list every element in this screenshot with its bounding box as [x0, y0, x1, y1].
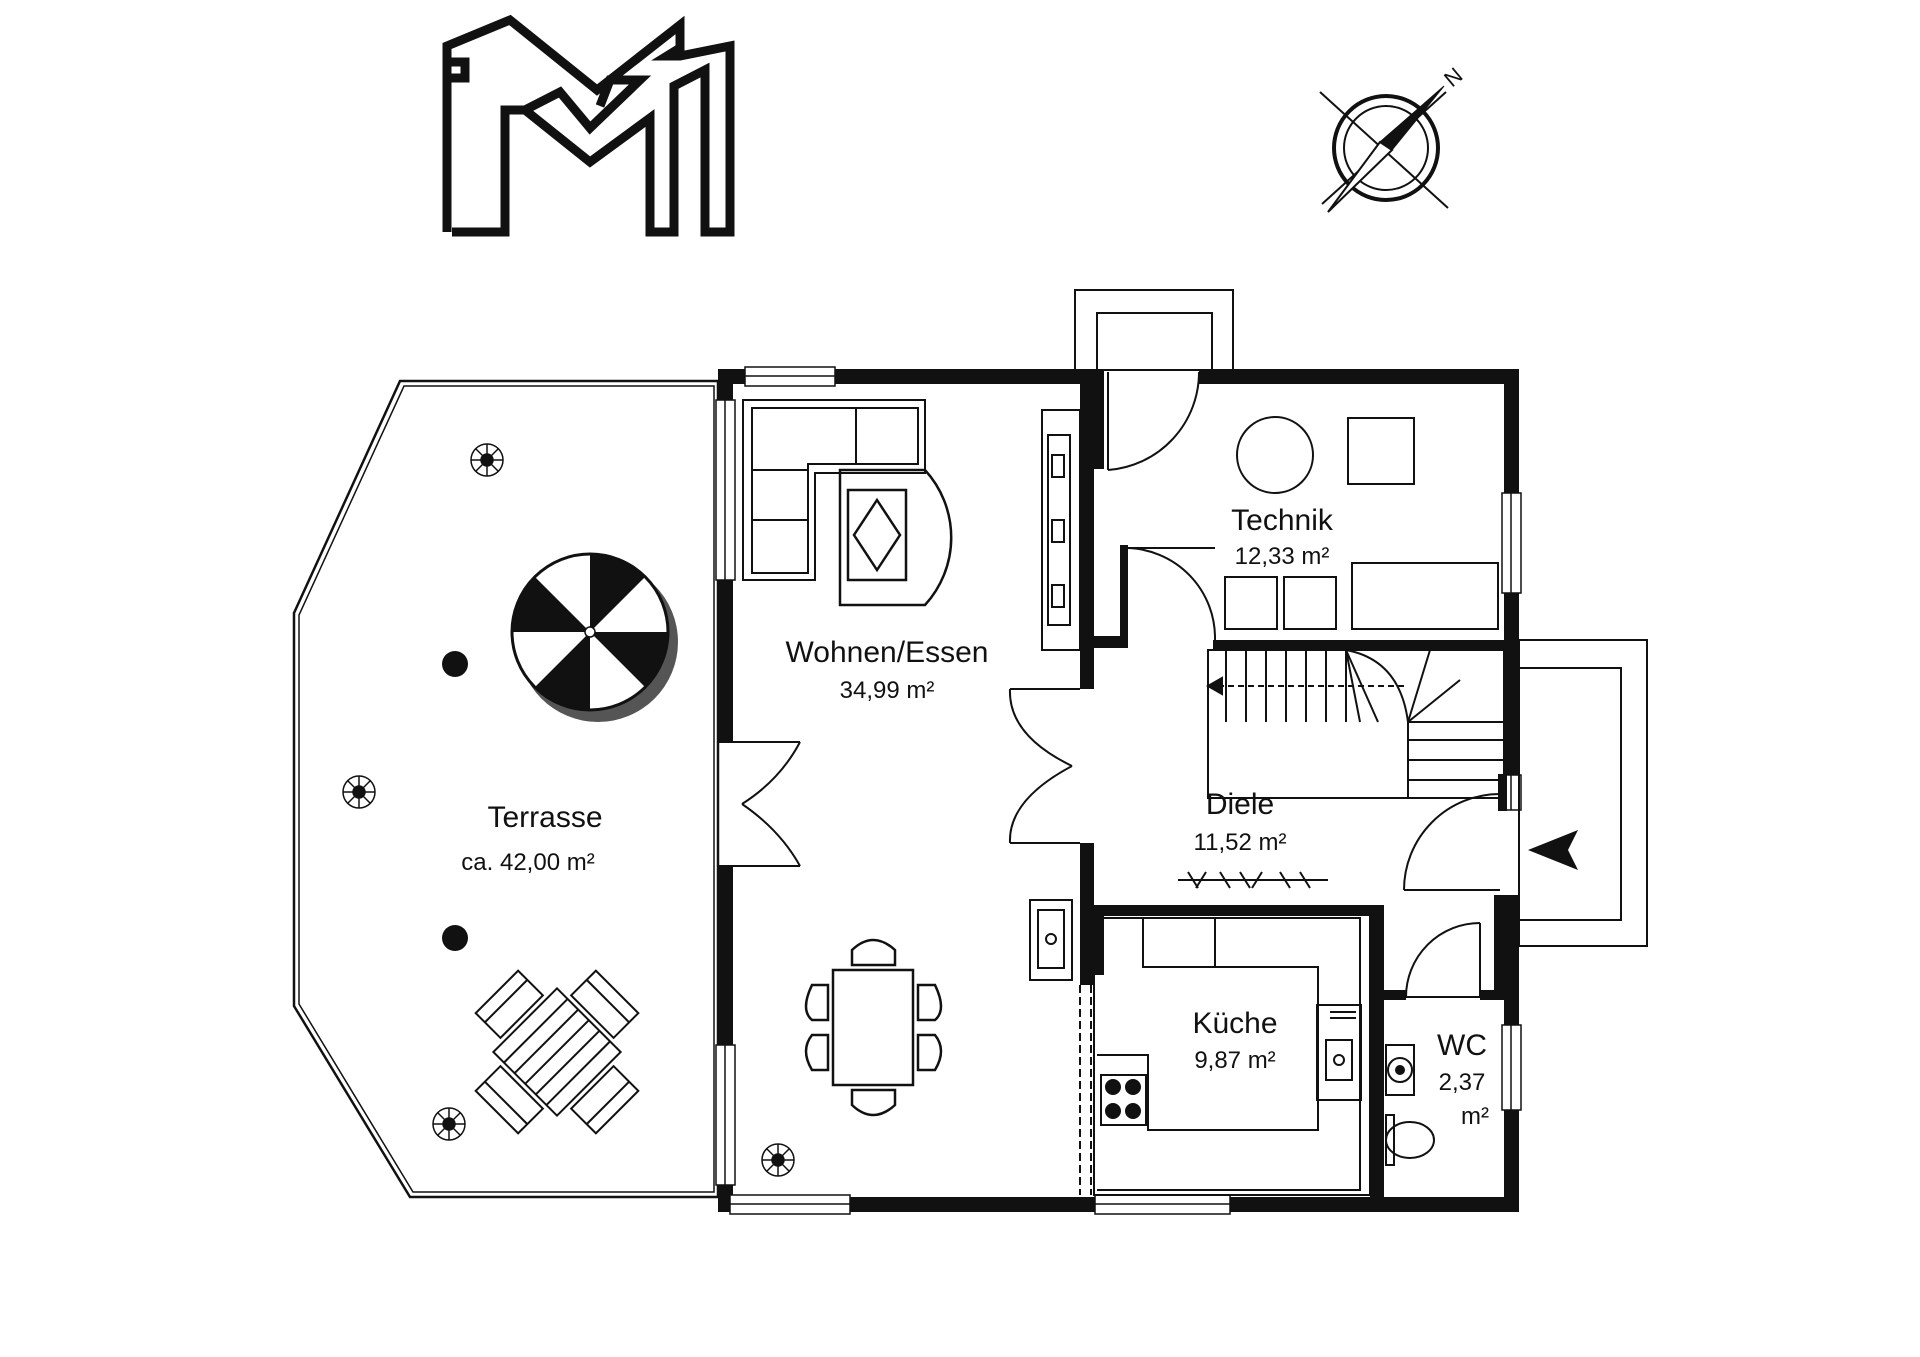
post-icon: [442, 925, 468, 951]
coat-rack: [1178, 871, 1328, 889]
door-technik-outer: [1107, 371, 1201, 471]
staircase: [1205, 649, 1505, 799]
technik-area: 12,33 m²: [1235, 543, 1330, 570]
fireplace: [1029, 899, 1073, 981]
wohnen-name: Wohnen/Essen: [786, 636, 989, 669]
wc-area: 2,37: [1439, 1069, 1486, 1096]
doors: [718, 547, 1481, 998]
diele-name: Diele: [1206, 788, 1274, 821]
dining-table: [804, 938, 943, 1117]
front-door: [1403, 774, 1507, 891]
diele-area: 11,52 m²: [1194, 829, 1287, 856]
outdoor-table: [474, 969, 640, 1135]
kitchen-counters: [1097, 917, 1362, 1191]
entry-porch-right: [1518, 639, 1648, 947]
plant-icon: [342, 443, 795, 1177]
umbrella-icon: [510, 552, 678, 722]
technik-equipment: [1224, 416, 1499, 630]
tv-cabinet: [1041, 409, 1081, 651]
compass-icon: N: [1319, 62, 1467, 213]
sofa: [742, 399, 926, 581]
kueche-area: 9,87 m²: [1194, 1047, 1275, 1074]
coffee-table: [838, 468, 953, 607]
wc-name: WC: [1437, 1029, 1487, 1062]
entry-arrow-icon: [1528, 830, 1578, 870]
kitchen-inner-walls: [1079, 914, 1371, 1196]
terrasse-name: Terrasse: [487, 801, 602, 834]
wc-fixtures: [1385, 1044, 1435, 1166]
interior-walls: [1080, 369, 1519, 1210]
stove-icon: [1100, 1074, 1147, 1126]
wc-area-unit: m²: [1461, 1103, 1489, 1130]
wohnen-area: 34,99 m²: [840, 677, 935, 704]
technik-name: Technik: [1231, 504, 1334, 537]
terrasse-area: ca. 42,00 m²: [461, 849, 594, 876]
logo: [442, 14, 735, 237]
post-icon: [442, 651, 468, 677]
entry-porch-top: [1074, 289, 1234, 371]
kueche-name: Küche: [1192, 1007, 1277, 1040]
